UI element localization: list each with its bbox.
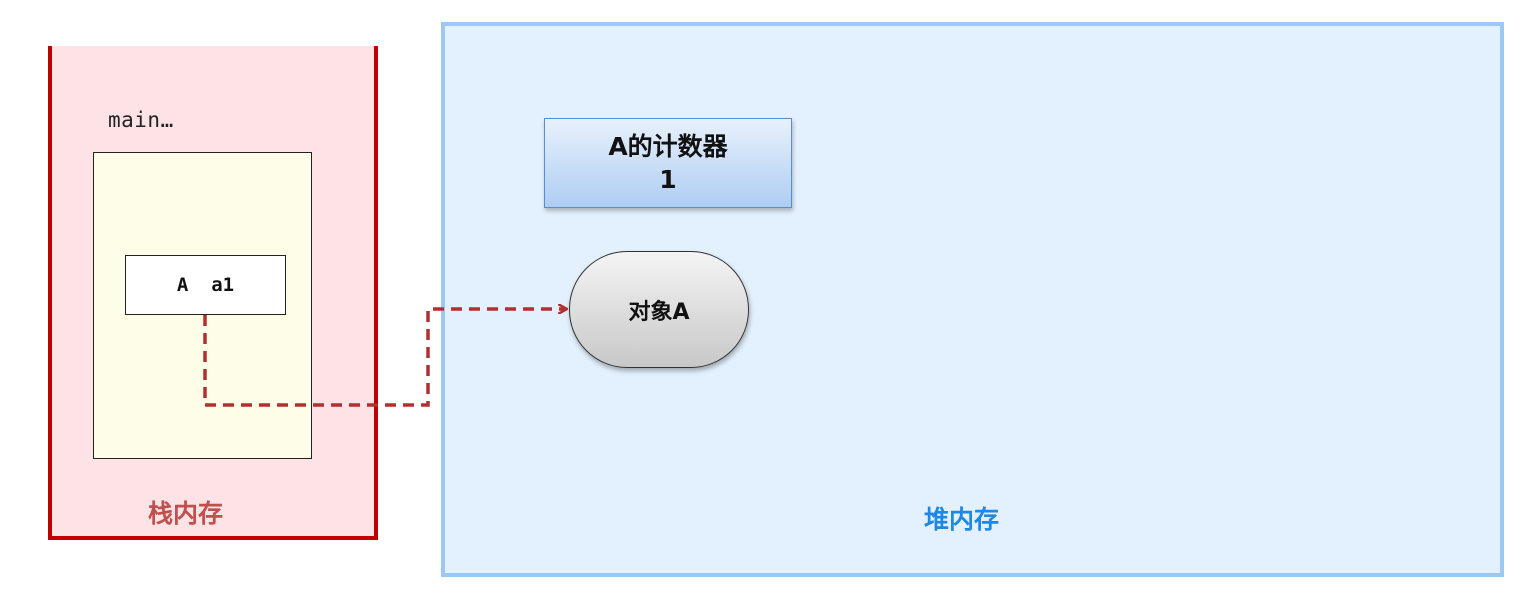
main-frame-label: main… — [108, 108, 174, 132]
stack-memory-caption: 栈内存 — [148, 499, 224, 528]
heap-memory-caption: 堆内存 — [924, 505, 1000, 534]
reference-counter-box: A的计数器 1 — [544, 118, 792, 208]
object-a-node: 对象A — [569, 251, 749, 368]
counter-value: 1 — [659, 165, 677, 194]
variable-a1-box: A a1 — [125, 255, 286, 315]
counter-title: A的计数器 — [608, 132, 728, 161]
